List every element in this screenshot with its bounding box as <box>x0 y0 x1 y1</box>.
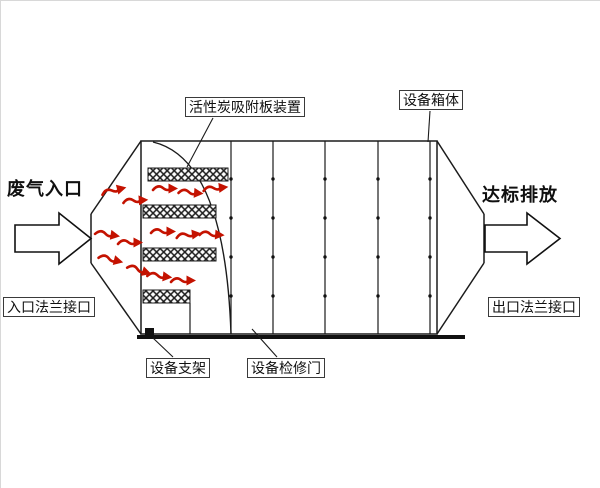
inlet-cone-top-line <box>90 140 142 215</box>
flow-arrow-icon <box>96 250 126 269</box>
outlet-flange-label: 出口法兰接口 <box>488 297 580 317</box>
flow-arrow-icon <box>99 181 129 200</box>
carbon-plate-device-label: 活性炭吸附板装置 <box>185 97 305 117</box>
panel-dividers <box>230 141 431 334</box>
flow-arrow-icon <box>93 226 123 243</box>
plenum-curve <box>152 141 232 335</box>
inlet-cone-bottom-line <box>90 262 142 335</box>
flow-arrow-icon <box>116 236 145 249</box>
leader-carbon-plate <box>186 117 214 168</box>
carbon-plate <box>142 289 191 304</box>
inlet-arrow <box>14 211 93 266</box>
outlet-cone-top-line <box>436 140 485 215</box>
inlet-flange-label: 入口法兰接口 <box>3 297 95 317</box>
carbon-plate <box>147 167 229 182</box>
divider-rivets <box>229 177 432 298</box>
leader-equipment-box <box>427 110 431 143</box>
outlet-cone-bottom-line <box>436 262 485 335</box>
leader-maintenance-door <box>251 328 278 358</box>
equipment-support-label: 设备支架 <box>146 358 210 378</box>
compliant-discharge-label: 达标排放 <box>482 185 558 205</box>
leader-support <box>152 337 174 358</box>
carbon-plate <box>142 247 217 262</box>
maintenance-door-label: 设备检修门 <box>247 358 325 378</box>
carbon-plates <box>142 167 229 304</box>
support-foot <box>145 328 154 337</box>
leader-lines <box>152 110 431 358</box>
outlet-arrow <box>484 211 562 266</box>
carbon-plate <box>142 204 217 219</box>
equipment-box-label: 设备箱体 <box>399 90 463 110</box>
waste-gas-inlet-label: 废气入口 <box>7 179 83 199</box>
